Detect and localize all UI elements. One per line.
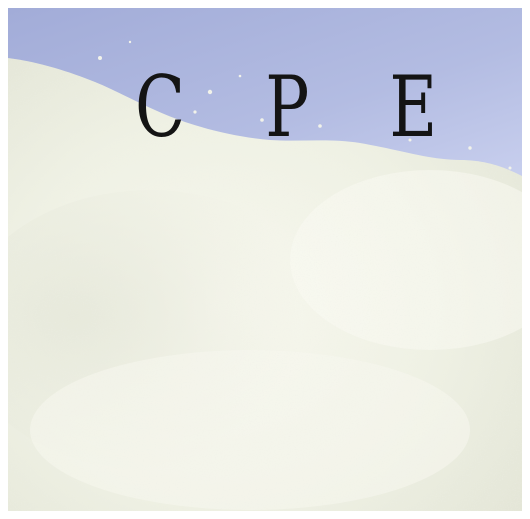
cpe-caption: C P E (135, 58, 467, 156)
